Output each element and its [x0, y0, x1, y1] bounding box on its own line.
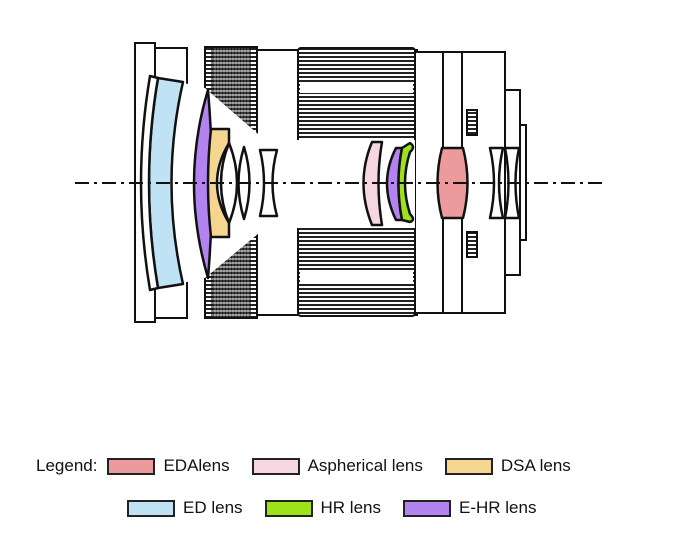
legend-title: Legend:: [36, 456, 98, 475]
legend-row-2: ED lens HR lens E-HR lens: [127, 498, 558, 518]
e-hr-swatch: [403, 499, 451, 517]
eda-swatch: [107, 457, 156, 475]
legend-item-dsa: DSA lens: [444, 456, 571, 476]
ed-swatch: [127, 499, 175, 517]
lens-cross-section-diagram: [75, 42, 605, 323]
aspherical-swatch: [251, 457, 300, 475]
dsa-lens-element: [206, 127, 231, 239]
eda-lens-element: [436, 146, 469, 220]
legend-item-ed: ED lens: [127, 498, 243, 518]
legend-row-1: Legend: EDAlens Aspherical lens DSA lens: [36, 456, 593, 476]
hr-swatch: [264, 499, 313, 517]
hr-lens-element: [397, 141, 415, 224]
legend-item-e-hr: E-HR lens: [403, 498, 536, 518]
legend-item-hr: HR lens: [264, 498, 381, 518]
legend-item-aspherical: Aspherical lens: [251, 456, 423, 476]
dsa-swatch: [444, 457, 493, 475]
legend-item-eda: EDAlens: [107, 456, 230, 476]
